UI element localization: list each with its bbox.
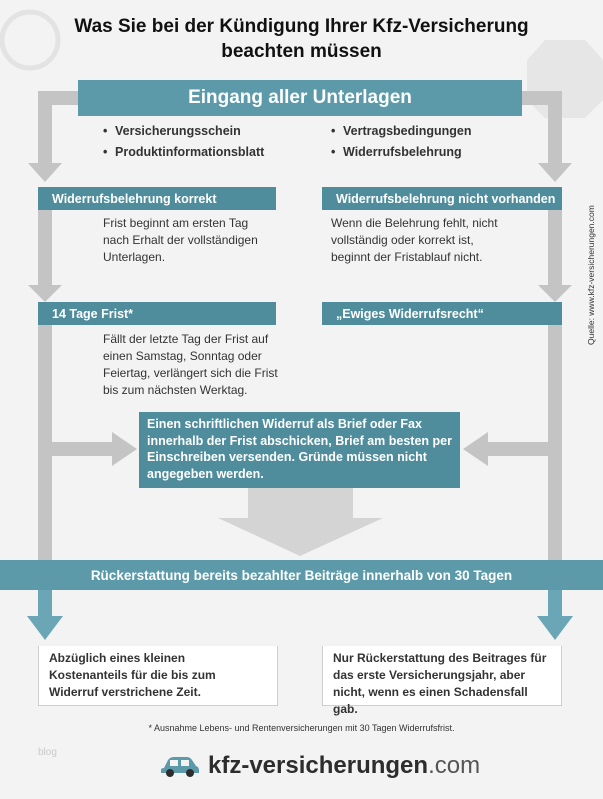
arrowhead-left-1 [28,163,62,182]
bullet-item: Widerrufsbelehrung [331,142,472,163]
blog-watermark: blog [38,747,57,758]
big-arrow-head [218,518,383,556]
decor-circle [0,9,61,71]
refund-bar: Rückerstattung bereits bezahlter Beiträg… [0,560,603,590]
teal-arrowhead-left [27,616,63,640]
shaft-left-3 [38,325,52,560]
teal-shaft-right [548,590,562,616]
bullets-left: Versicherungsschein Produktinformationsb… [103,121,264,163]
header-box: Eingang aller Unterlagen [78,80,522,116]
bar-14-tage: 14 Tage Frist* [38,302,276,325]
h-arrow-left-shaft [52,442,112,456]
shaft-left-2 [38,210,52,285]
shaft-left-1 [38,91,52,163]
arrowhead-right-2 [538,285,572,302]
page-title: Was Sie bei der Kündigung Ihrer Kfz-Vers… [74,16,529,62]
big-arrow-shaft [248,488,353,518]
note-left-2: Fällt der letzte Tag der Frist auf einen… [103,332,278,397]
car-icon [161,757,199,777]
source-credit: Quelle: www.kfz-versicherungen.com [586,205,596,345]
teal-shaft-left [38,590,52,616]
bar-belehrung-fehlt: Widerrufsbelehrung nicht vorhanden [322,187,562,210]
h-arrow-right-head [463,432,488,466]
arrowhead-left-2 [28,285,62,302]
teal-arrowhead-right [537,616,573,640]
bottom-box-left: Abzüglich eines kleinen Kostenanteils fü… [38,646,278,706]
h-arrow-right-shaft [488,442,548,456]
shaft-right-1 [548,91,562,163]
bar-belehrung-korrekt: Widerrufsbelehrung korrekt [38,187,276,210]
shaft-right-2 [548,210,562,285]
bottom-box-right: Nur Rückerstattung des Beitrages für das… [322,646,562,716]
note-left-1: Frist beginnt am ersten Tag nach Erhalt … [103,216,258,264]
note-right-1: Wenn die Belehrung fehlt, nicht vollstän… [331,216,498,264]
footnote: * Ausnahme Lebens- und Rentenversicherun… [148,723,455,733]
shaft-right-3 [548,325,562,560]
h-arrow-left-head [112,432,137,466]
bullet-item: Vertragsbedingungen [331,121,472,142]
brand-tld: .com [428,752,481,779]
arm-right [520,91,556,105]
arrowhead-right-1 [538,163,572,182]
brand-name: kfz-versicherungen [208,752,429,779]
bullets-right: Vertragsbedingungen Widerrufsbelehrung [331,121,472,163]
brand-logo[interactable]: kfz-versicherungen.com [160,748,480,784]
bar-ewiges-widerrufsrecht: „Ewiges Widerrufsrecht“ [322,302,562,325]
bullet-item: Versicherungsschein [103,121,264,142]
center-box: Einen schriftlichen Widerruf als Brief o… [139,412,460,488]
arm-left [44,91,80,105]
bullet-item: Produktinformationsblatt [103,142,264,163]
